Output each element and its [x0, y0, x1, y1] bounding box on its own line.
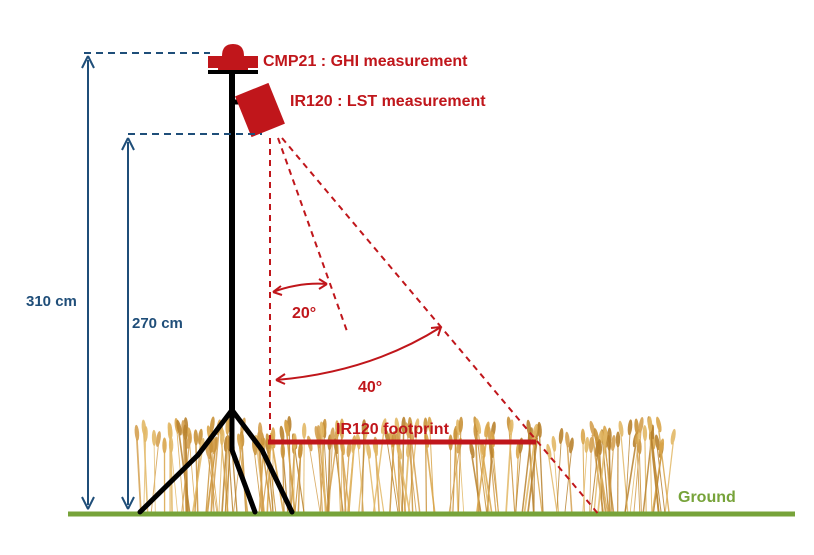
height-310-label: 310 cm — [26, 293, 77, 310]
footprint-label: IR120 footprint — [336, 421, 450, 438]
angle-40-label: 40° — [358, 379, 382, 396]
arc-40 — [275, 326, 442, 381]
cone-20-line — [277, 137, 349, 335]
cmp21-label: CMP21 : GHI measurement — [263, 53, 468, 70]
arc-20 — [272, 282, 328, 293]
mast-tripod — [137, 69, 295, 515]
ground-label: Ground — [678, 489, 736, 506]
dimension-guides — [81, 52, 262, 510]
cmp21-sensor-icon — [208, 44, 258, 74]
wheat-field — [134, 416, 676, 515]
height-270-label: 270 cm — [132, 315, 183, 332]
angle-arcs — [272, 278, 442, 385]
ir120-label: IR120 : LST measurement — [290, 93, 486, 110]
angle-20-label: 20° — [292, 305, 316, 322]
ir120-sensor-icon — [235, 82, 285, 138]
